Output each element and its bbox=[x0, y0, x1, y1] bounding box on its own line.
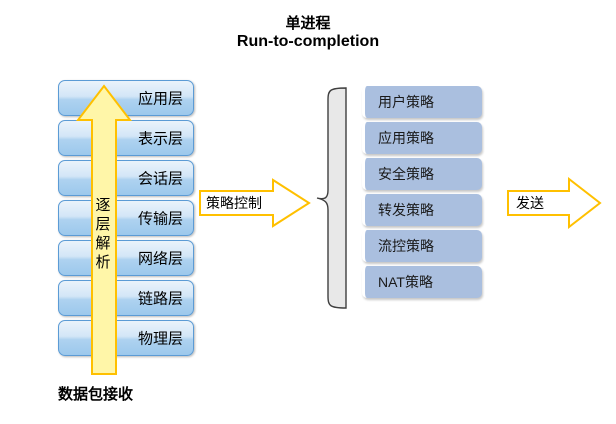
up-arrow-label: 逐层解析 bbox=[95, 197, 111, 271]
policy-item-user[interactable]: 用户策略 bbox=[362, 86, 482, 118]
page-title-line2: Run-to-completion bbox=[236, 33, 380, 50]
osi-layer-application[interactable]: 应用层 bbox=[58, 80, 194, 116]
policy-item-label: 用户策略 bbox=[378, 94, 434, 110]
left-curly-brace-icon bbox=[316, 87, 347, 309]
right-arrow-icon bbox=[507, 176, 602, 230]
policy-control-arrow: 策略控制 bbox=[199, 178, 311, 228]
bottom-caption: 数据包接收 bbox=[58, 386, 134, 403]
policy-item-application[interactable]: 应用策略 bbox=[362, 122, 482, 154]
up-arrow-icon bbox=[76, 84, 132, 375]
policy-item-label: 安全策略 bbox=[378, 166, 434, 182]
send-arrow: 发送 bbox=[507, 176, 602, 230]
policy-item-label: NAT策略 bbox=[378, 274, 433, 290]
policy-stack: 用户策略 应用策略 安全策略 转发策略 流控策略 NAT策略 bbox=[362, 86, 482, 302]
policy-item-label: 转发策略 bbox=[378, 202, 434, 218]
osi-layer-transport[interactable]: 传输层 bbox=[58, 200, 194, 236]
osi-layer-label: 网络层 bbox=[137, 250, 183, 268]
send-arrow-label: 发送 bbox=[516, 195, 544, 211]
osi-layer-label: 会话层 bbox=[137, 170, 183, 188]
policy-item-forwarding[interactable]: 转发策略 bbox=[362, 194, 482, 226]
policy-item-label: 流控策略 bbox=[378, 238, 434, 254]
osi-layer-label: 应用层 bbox=[137, 90, 183, 108]
osi-layer-label: 链路层 bbox=[137, 290, 183, 308]
policy-item-security[interactable]: 安全策略 bbox=[362, 158, 482, 190]
osi-layer-network[interactable]: 网络层 bbox=[58, 240, 194, 276]
osi-layer-stack: 应用层 表示层 会话层 传输层 网络层 链路层 物理层 bbox=[58, 80, 194, 360]
policy-item-flow-control[interactable]: 流控策略 bbox=[362, 230, 482, 262]
osi-layer-datalink[interactable]: 链路层 bbox=[58, 280, 194, 316]
policy-item-nat[interactable]: NAT策略 bbox=[362, 266, 482, 298]
policy-item-label: 应用策略 bbox=[378, 130, 434, 146]
osi-layer-presentation[interactable]: 表示层 bbox=[58, 120, 194, 156]
osi-layer-label: 表示层 bbox=[137, 130, 183, 148]
policy-control-arrow-label: 策略控制 bbox=[206, 195, 262, 211]
osi-layer-label: 传输层 bbox=[137, 210, 183, 228]
osi-layer-physical[interactable]: 物理层 bbox=[58, 320, 194, 356]
right-arrow-icon bbox=[199, 178, 311, 228]
osi-layer-session[interactable]: 会话层 bbox=[58, 160, 194, 196]
page-title-line1: 单进程 bbox=[285, 15, 331, 32]
osi-layer-label: 物理层 bbox=[137, 330, 183, 348]
